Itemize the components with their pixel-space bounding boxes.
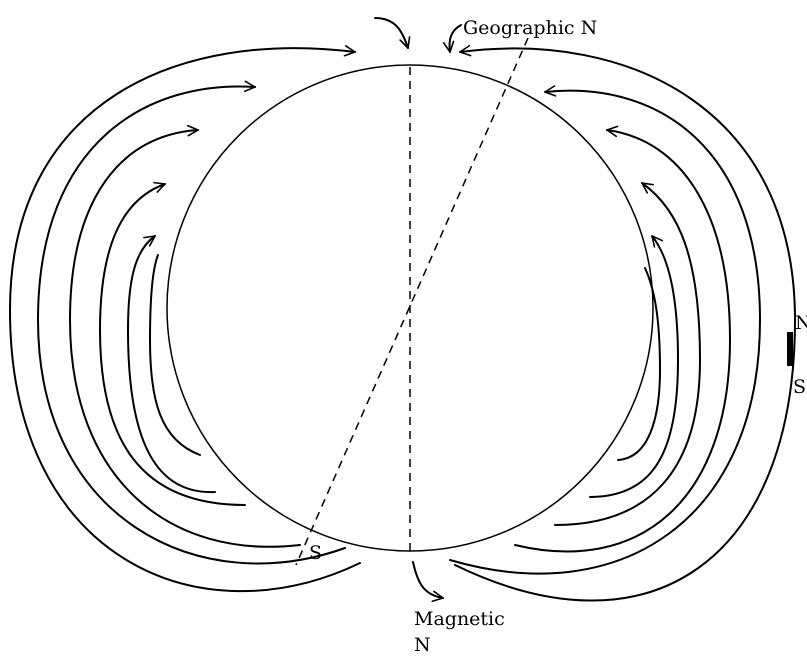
field-line-left-4 xyxy=(100,184,245,505)
compass-south-label: S xyxy=(793,378,806,397)
geographic-north-label: Geographic N xyxy=(463,19,597,38)
field-line-left-1 xyxy=(10,48,360,591)
compass-north-label: N xyxy=(795,314,807,333)
field-line-right-6 xyxy=(618,268,660,460)
field-line-right-5 xyxy=(590,236,678,497)
magnetic-north-label: N xyxy=(414,636,431,655)
compass-needle xyxy=(787,332,793,366)
field-line-left-2 xyxy=(38,86,345,563)
geographic-axis xyxy=(296,38,528,565)
geographic-n-arrow xyxy=(449,25,461,52)
geographic-south-label: S xyxy=(309,544,322,563)
bottom-pole-arrow xyxy=(413,562,443,598)
field-line-left-6 xyxy=(150,255,200,455)
field-line-right-1 xyxy=(455,48,795,600)
top-pole-arrow xyxy=(375,18,408,48)
field-line-left-3 xyxy=(70,130,300,547)
field-line-right-3 xyxy=(515,130,730,551)
field-line-left-5 xyxy=(128,236,215,492)
magnetic-label: Magnetic xyxy=(414,610,505,629)
